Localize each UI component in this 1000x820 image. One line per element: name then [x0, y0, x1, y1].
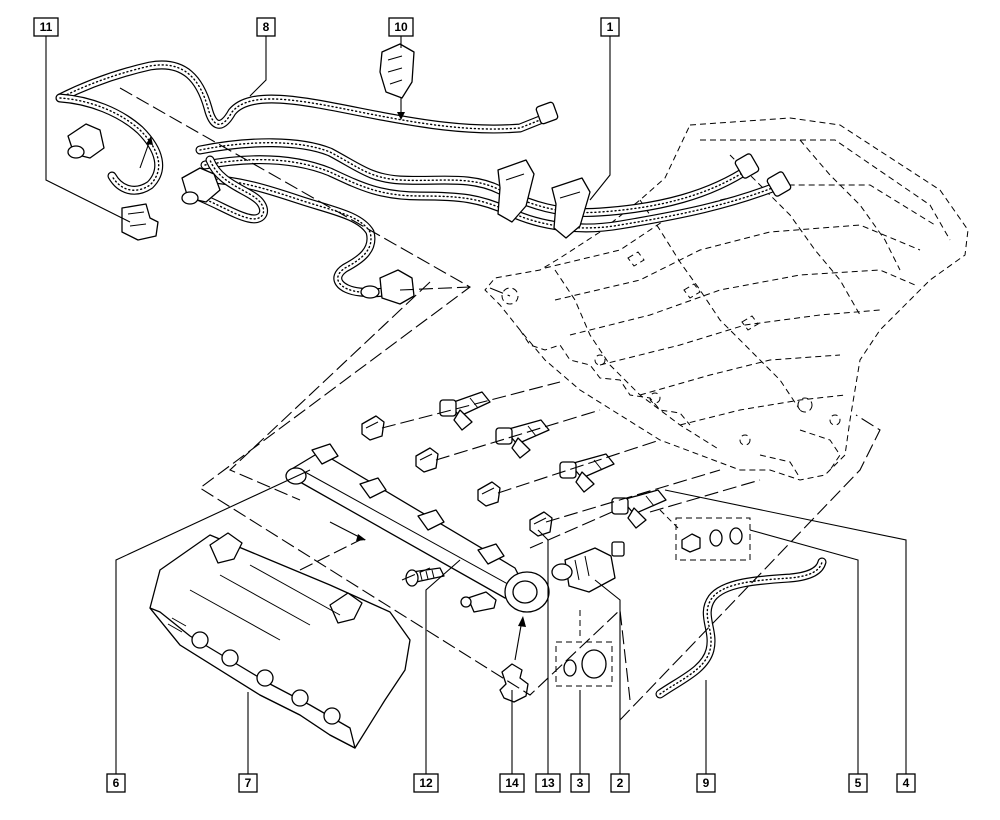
callout-2: 2	[610, 773, 630, 793]
hose-connector	[67, 123, 105, 159]
callout-7: 7	[238, 773, 258, 793]
callout-5-label: 5	[855, 776, 862, 790]
hose-clamp	[497, 159, 535, 223]
callout-1-label: 1	[607, 20, 614, 34]
callout-14: 14	[499, 773, 525, 793]
callout-3-label: 3	[577, 776, 584, 790]
callout-13: 13	[535, 773, 561, 793]
hose-1	[67, 123, 792, 305]
pressure-regulator	[551, 541, 625, 593]
callout-1: 1	[600, 17, 620, 37]
bracket-10	[379, 43, 415, 120]
callout-2-label: 2	[617, 776, 624, 790]
callout-13-label: 13	[541, 776, 555, 790]
callout-11: 11	[33, 17, 59, 37]
injector	[611, 489, 667, 529]
callout-8: 8	[256, 17, 276, 37]
bracket-11	[121, 136, 159, 241]
injector	[439, 391, 491, 431]
fuel-rail	[285, 443, 550, 613]
injector-clip	[361, 415, 385, 441]
callout-11-label: 11	[40, 20, 53, 34]
seal-kit-5	[659, 509, 751, 561]
intake-manifold	[484, 117, 969, 481]
engine-cover	[149, 532, 411, 749]
seal-kit-3	[555, 610, 613, 687]
callout-12-label: 12	[419, 776, 433, 790]
screw	[405, 567, 445, 587]
callout-4: 4	[896, 773, 916, 793]
hose-8	[55, 60, 559, 195]
callout-9-label: 9	[703, 776, 710, 790]
callout-10: 10	[388, 17, 414, 37]
callout-9: 9	[696, 773, 716, 793]
assembly-dashed-lines	[119, 87, 881, 721]
callout-6-label: 6	[113, 776, 120, 790]
hose-connector	[181, 167, 221, 205]
callout-8-label: 8	[263, 20, 270, 34]
callout-10-label: 10	[394, 20, 408, 34]
hose-connector	[360, 269, 415, 305]
callout-12: 12	[413, 773, 439, 793]
injector-clip	[477, 481, 501, 507]
injector	[559, 453, 615, 493]
callout-3: 3	[570, 773, 590, 793]
leader-lines	[45, 36, 907, 774]
injector-clip	[529, 511, 553, 537]
hose-9	[655, 557, 827, 699]
callout-14-label: 14	[505, 776, 519, 790]
callout-5: 5	[848, 773, 868, 793]
callout-7-label: 7	[245, 776, 252, 790]
callout-6: 6	[106, 773, 126, 793]
injector	[495, 419, 550, 459]
callout-4-label: 4	[903, 776, 910, 790]
gasket-14	[499, 616, 529, 703]
injector-clip	[415, 447, 439, 473]
hose-clamp	[551, 177, 591, 239]
